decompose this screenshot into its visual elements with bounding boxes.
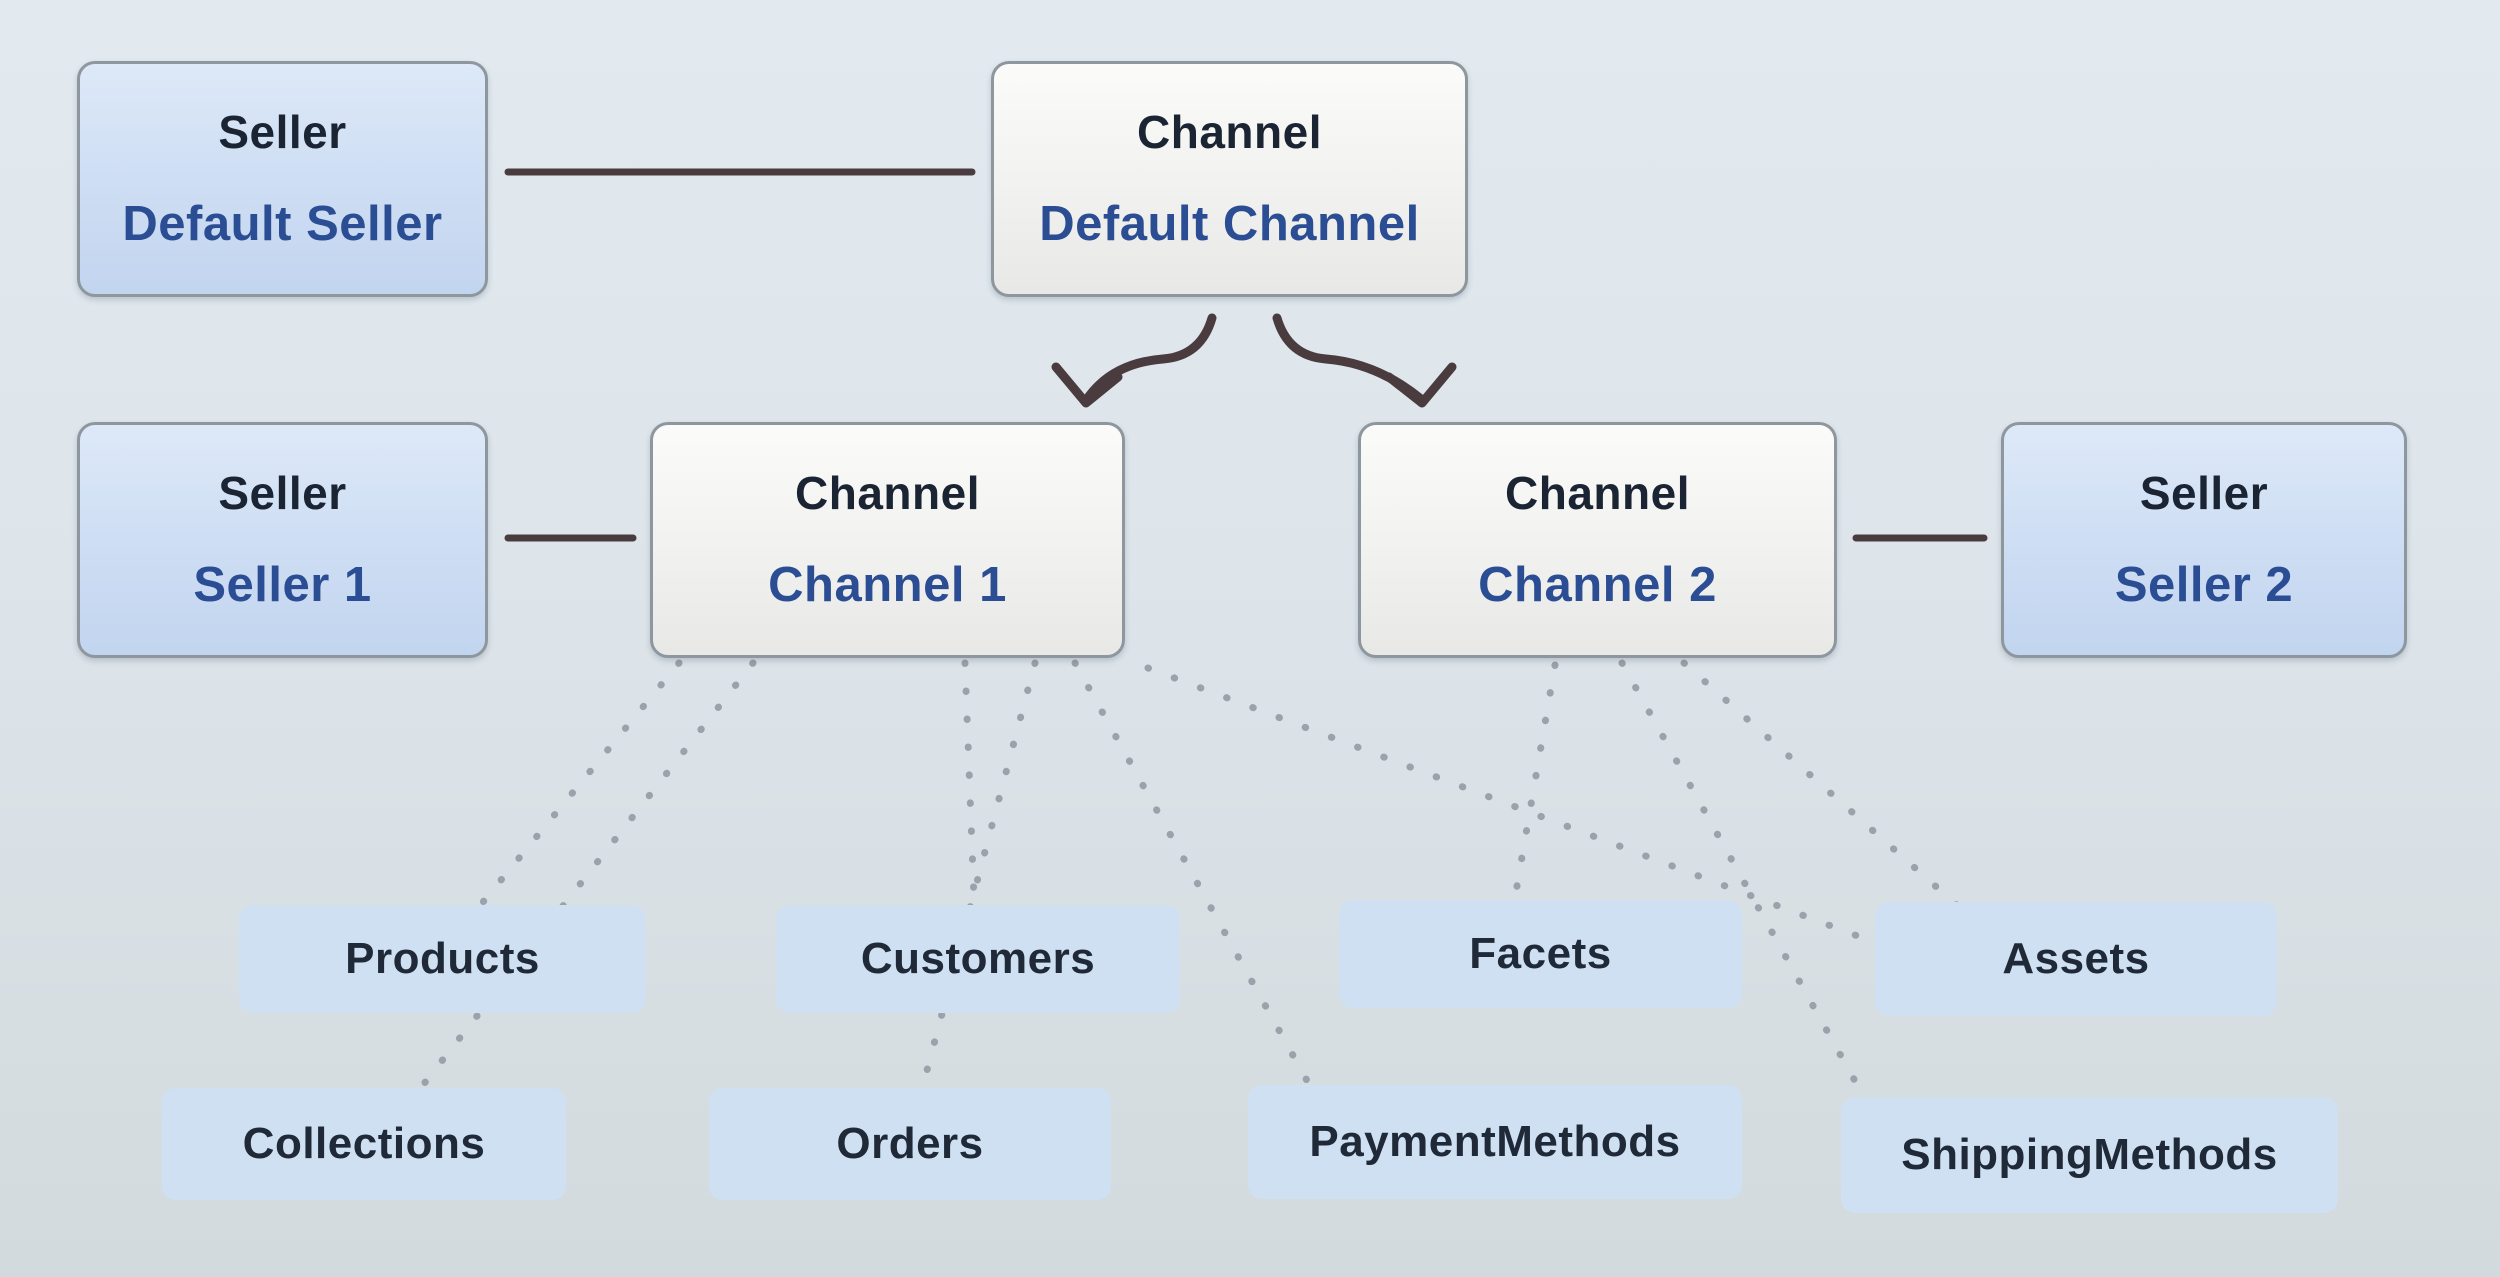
node-title: Customers [860,934,1096,983]
node-title: Seller [2139,467,2269,519]
node-subtitle: Channel 1 [768,558,1007,612]
node-collections: Collections [162,1088,566,1200]
arrowhead-icon [1384,362,1457,408]
node-title: PaymentMethods [1309,1117,1681,1166]
dotted-connector-channel-1-orders [904,659,1039,1146]
dotted-connector-channel-1-products [438,659,683,956]
dotted-connector-channel-2-shipping-methods [1618,659,1903,1164]
node-payment-methods: PaymentMethods [1248,1085,1742,1199]
node-subtitle: Seller 1 [193,558,372,612]
node-title: Facets [1469,929,1612,978]
node-title: Channel [1137,106,1322,158]
node-shipping-methods: ShippingMethods [1841,1097,2338,1213]
dotted-connector-channel-1-payment-methods [1071,659,1344,1144]
dotted-connector-channel-1-assets [1144,664,1994,990]
node-subtitle: Seller 2 [2114,558,2294,612]
arrow-curve-channel-default-channel-1 [1082,313,1217,404]
node-subtitle: Default Seller [122,197,443,251]
node-title: Seller [218,467,347,519]
node-facets: Facets [1339,900,1742,1008]
node-title: Collections [242,1119,486,1168]
node-title: Orders [836,1119,984,1168]
node-customers: Customers [776,905,1180,1013]
node-title: Seller [218,106,347,158]
node-title: Channel [795,467,980,519]
node-assets: Assets [1875,902,2277,1016]
node-title: Assets [2002,934,2150,983]
arrowhead-icon [1051,362,1123,408]
node-title: ShippingMethods [1901,1130,2278,1179]
node-orders: Orders [709,1088,1111,1200]
node-subtitle: Default Channel [1039,197,1420,251]
node-subtitle: Channel 2 [1478,558,1717,612]
node-products: Products [239,905,646,1013]
dotted-connector-channel-1-collections [376,659,757,1144]
node-title: Channel [1505,467,1690,519]
node-title: Products [345,934,540,983]
